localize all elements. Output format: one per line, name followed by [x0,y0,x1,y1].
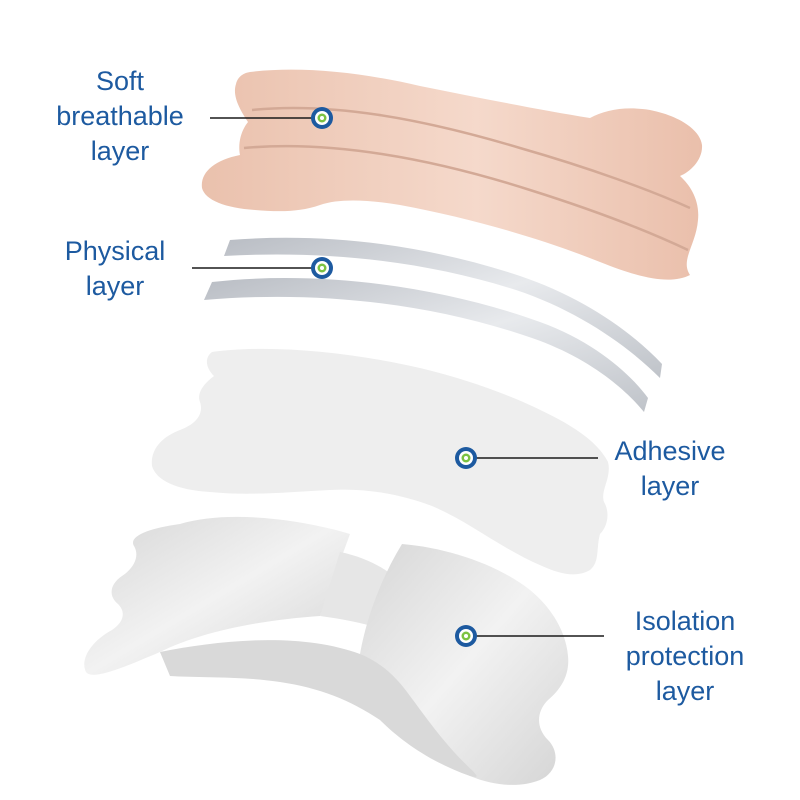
adhesive-layer-label: Adhesive layer [600,434,740,504]
label-line: layer [640,471,700,501]
label-line: protection [625,641,745,671]
soft-breathable-layer-label: Soft breathable layer [30,64,210,169]
label-line: layer [655,676,715,706]
soft-layer-marker [311,107,333,129]
label-line: layer [85,271,145,301]
label-line: Isolation [634,606,736,636]
adhesive-layer-shape [151,348,609,575]
label-line: Physical [64,236,166,266]
label-line: Adhesive [614,436,726,466]
isolation-protection-layer-label: Isolation protection layer [595,604,775,709]
physical-layer-marker [311,257,333,279]
isolation-protection-layer-shape [84,516,569,785]
label-line: breathable [56,101,184,131]
isolation-layer-marker [455,625,477,647]
adhesive-layer-marker [455,447,477,469]
label-line: layer [90,136,150,166]
label-line: Soft [95,66,145,96]
physical-layer-label: Physical layer [40,234,190,304]
physical-layer-shape [204,237,662,412]
